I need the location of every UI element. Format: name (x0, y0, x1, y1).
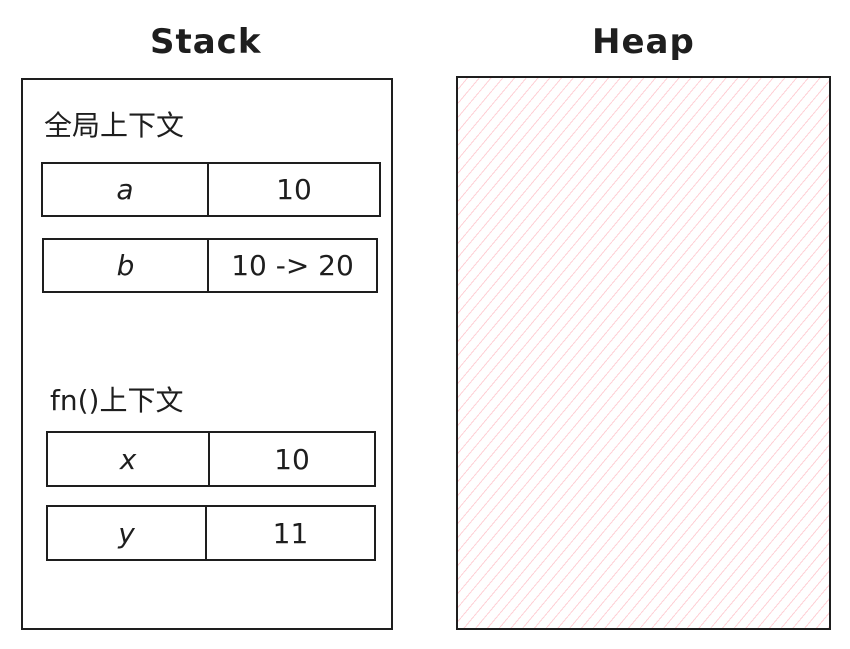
fn-context-label: fn()上下文 (50, 384, 184, 417)
variable-value: 10 -> 20 (231, 249, 354, 282)
stack-row-b: b 10 -> 20 (42, 238, 378, 293)
stack-title: Stack (150, 22, 262, 62)
variable-name: b (44, 240, 209, 291)
stack-row-x: x 10 (46, 431, 376, 487)
global-context-label: 全局上下文 (44, 109, 185, 142)
variable-value: 11 (272, 516, 309, 550)
variable-value: 10 (276, 173, 312, 206)
stack-row-a: a 10 (41, 162, 381, 217)
variable-value: 10 (274, 442, 310, 476)
variable-name: x (48, 433, 210, 485)
heap-panel (456, 76, 831, 630)
variable-name: a (43, 164, 209, 215)
variable-name: y (48, 507, 207, 559)
heap-title: Heap (592, 22, 695, 62)
stack-row-y: y 11 (46, 505, 376, 561)
